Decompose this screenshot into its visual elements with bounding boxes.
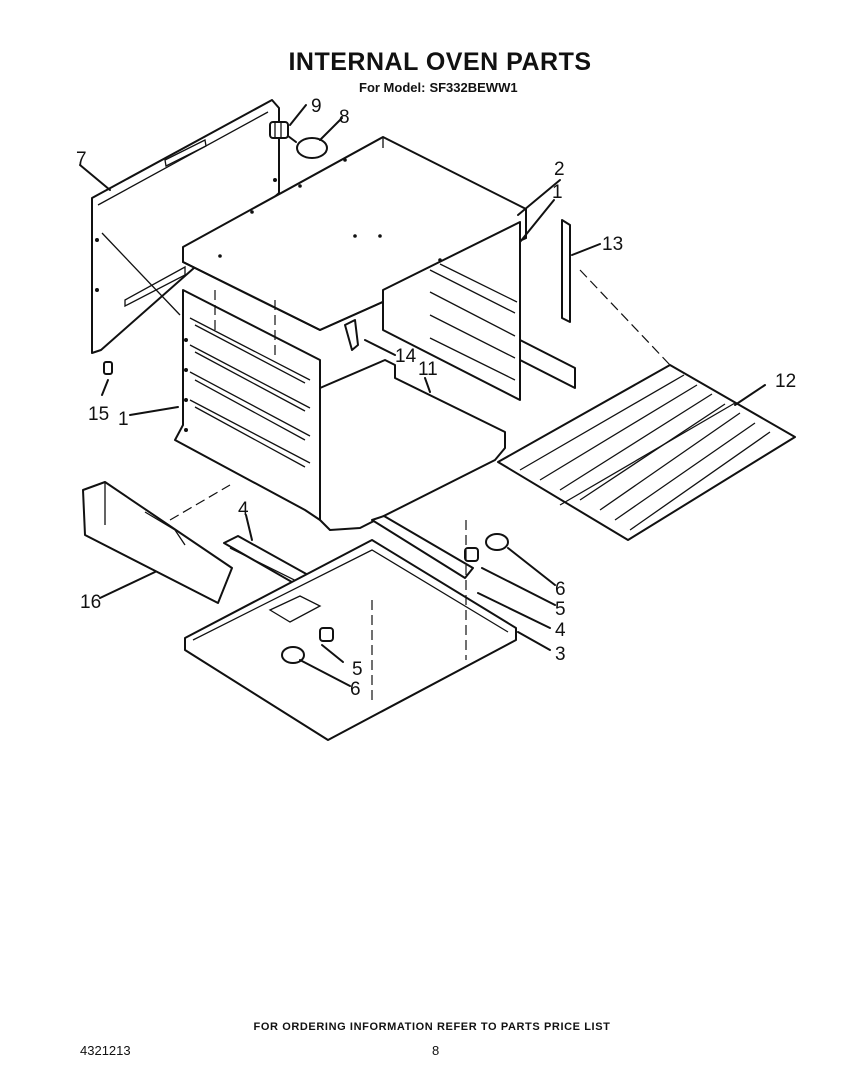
callout-7: 7 <box>76 149 87 170</box>
screw-part <box>103 361 113 375</box>
callout-15: 15 <box>88 404 109 425</box>
rail-part-right <box>371 515 474 579</box>
callout-5-left: 5 <box>352 659 363 680</box>
oven-rack-part <box>497 364 796 541</box>
callout-1-left: 1 <box>118 409 129 430</box>
callout-2: 2 <box>554 159 565 180</box>
callout-12: 12 <box>775 371 796 392</box>
callout-5-right: 5 <box>555 599 566 620</box>
callout-1-upper: 1 <box>552 182 563 203</box>
model-subtitle: For Model:SF332BEWW1 <box>359 80 522 95</box>
callout-8: 8 <box>339 107 350 128</box>
front-trim-part <box>82 481 233 604</box>
callout-6-left: 6 <box>350 679 361 700</box>
callout-9: 9 <box>311 96 322 117</box>
left-side-panel-part <box>174 289 321 521</box>
callout-16: 16 <box>80 592 101 613</box>
page-number: 8 <box>432 1043 440 1058</box>
oven-bottom-part <box>319 359 506 531</box>
callout-11: 11 <box>418 359 438 380</box>
callout-6-right: 6 <box>555 579 566 600</box>
ordering-note: FOR ORDERING INFORMATION REFER TO PARTS … <box>253 1021 611 1033</box>
model-number: SF332BEWW1 <box>429 80 518 95</box>
light-socket-bulb-part <box>269 121 328 159</box>
callout-14: 14 <box>395 346 417 367</box>
document-part-number: 4321213 <box>80 1043 131 1058</box>
right-side-panel-part <box>382 221 576 401</box>
callout-4-left: 4 <box>238 499 249 520</box>
callout-13: 13 <box>602 234 623 255</box>
page-title: INTERNAL OVEN PARTS <box>288 48 592 76</box>
bottom-tray-part <box>184 539 517 741</box>
model-label: For Model: <box>359 80 426 95</box>
callout-4-right: 4 <box>555 620 566 641</box>
rear-panel-part <box>91 99 280 354</box>
bracket-part <box>561 219 571 323</box>
clip-part <box>344 319 359 351</box>
callout-3: 3 <box>555 644 566 665</box>
knob-bushing-parts <box>281 533 509 664</box>
